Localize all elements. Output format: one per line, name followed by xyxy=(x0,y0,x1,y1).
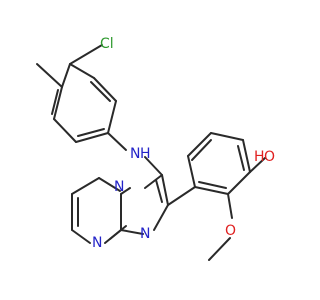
bond xyxy=(210,132,244,141)
bond xyxy=(36,63,63,88)
bond xyxy=(61,63,71,88)
bond xyxy=(107,132,127,151)
bond xyxy=(237,145,245,171)
bond xyxy=(75,132,109,143)
bond xyxy=(69,44,103,65)
bond xyxy=(53,118,77,143)
bond xyxy=(98,177,121,192)
bond xyxy=(153,204,169,231)
bond xyxy=(187,155,196,188)
bond xyxy=(53,86,63,120)
atom-o-methoxy: O xyxy=(225,223,236,239)
bonds xyxy=(36,44,266,261)
bond xyxy=(227,193,233,219)
bond xyxy=(227,171,251,195)
molecule-diagram: Cl N H N N N H O O xyxy=(36,36,275,261)
bond xyxy=(109,225,127,240)
bond xyxy=(187,132,212,157)
bond xyxy=(107,100,117,134)
bond xyxy=(93,77,117,102)
bond xyxy=(242,139,251,173)
atom-labels: Cl N H N N N H O O xyxy=(92,36,275,251)
atom-h-amine: H xyxy=(140,146,151,162)
bond xyxy=(198,181,227,189)
bond xyxy=(249,157,266,173)
bond xyxy=(208,237,231,261)
bond xyxy=(71,229,91,244)
bond xyxy=(51,89,59,115)
bond xyxy=(77,128,105,137)
bond xyxy=(161,174,169,206)
bond xyxy=(191,139,212,161)
bond xyxy=(71,177,100,195)
bond xyxy=(90,81,111,102)
atom-cl: Cl xyxy=(100,36,114,52)
bond xyxy=(144,156,163,176)
atom-n-amine: N xyxy=(130,146,140,162)
atom-n-imidazole: N xyxy=(140,226,150,242)
bond xyxy=(194,186,229,195)
bond xyxy=(69,63,95,79)
atom-n-bridgehead: N xyxy=(114,179,124,195)
bond xyxy=(120,187,131,195)
atom-h-hydroxyl: H xyxy=(254,149,265,165)
bond xyxy=(167,186,196,206)
bond xyxy=(155,179,163,203)
bond xyxy=(120,229,144,235)
atom-o-hydroxyl: O xyxy=(264,149,275,165)
bond xyxy=(144,174,163,189)
atom-n-pyrimidine: N xyxy=(92,235,102,251)
